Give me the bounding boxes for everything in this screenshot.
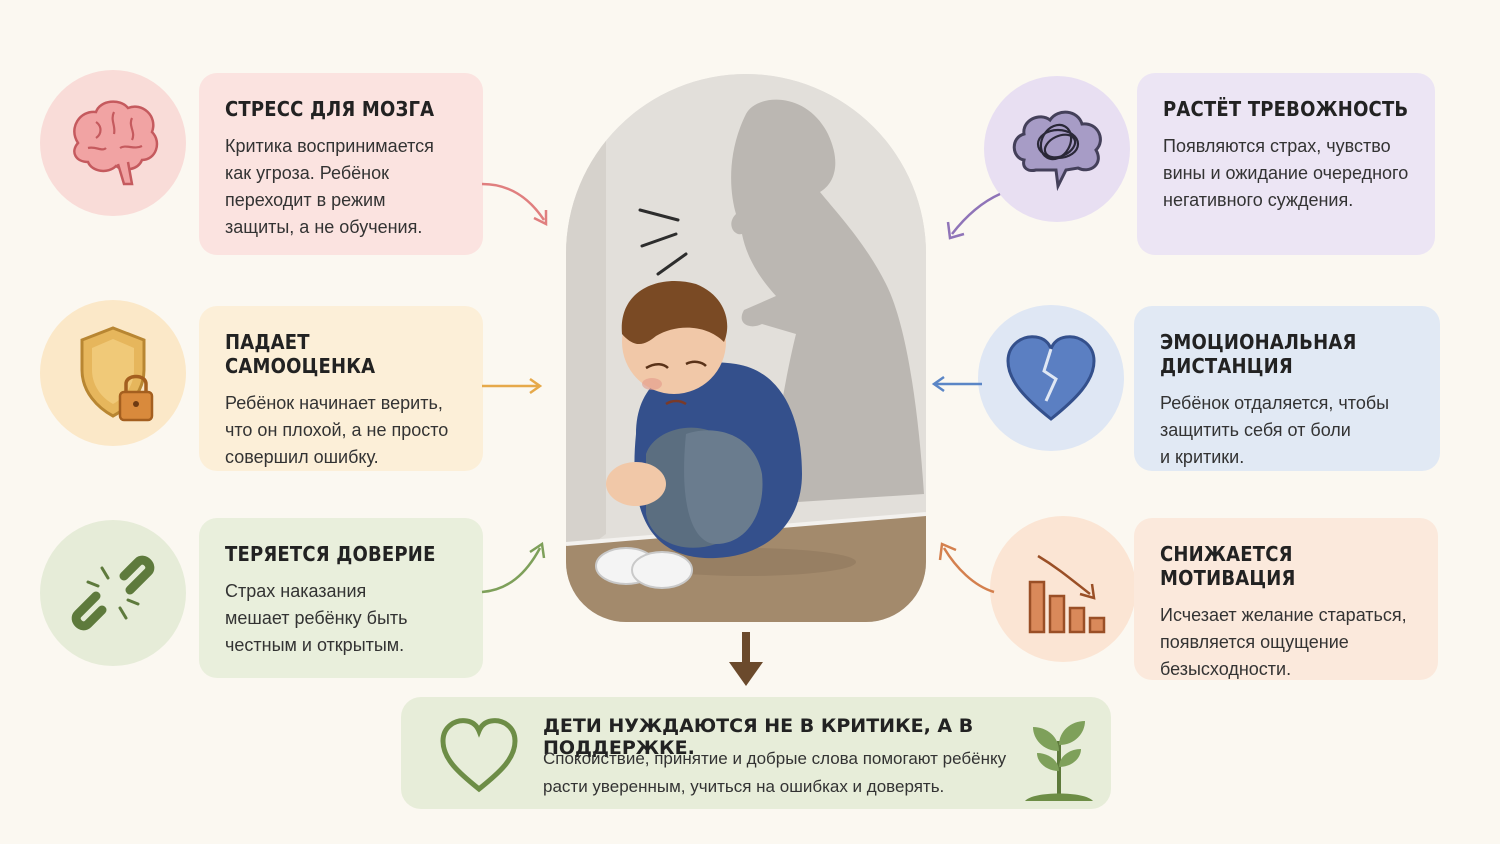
card-distance: ЭМОЦИОНАЛЬНАЯ ДИСТАНЦИЯ Ребёнок отдаляет…: [1134, 306, 1440, 471]
heart-icon-circle: [978, 305, 1124, 451]
central-illustration: [566, 74, 926, 622]
declining-bars-icon: [1028, 554, 1106, 634]
card-title: ПАДАЕТ САМООЦЕНКА: [225, 330, 376, 378]
broken-heart-icon: [1006, 335, 1096, 421]
sprout-icon: [1025, 721, 1093, 801]
brain-icon: [73, 100, 159, 186]
arrow-down: [729, 632, 763, 686]
card-title: ТЕРЯЕТСЯ ДОВЕРИЕ: [225, 542, 436, 566]
card-text: Страх наказания мешает ребёнку быть чест…: [225, 581, 408, 655]
heart-icon: [440, 718, 518, 793]
card-trust: ТЕРЯЕТСЯ ДОВЕРИЕ Страх наказания мешает …: [199, 518, 483, 678]
card-text: Критика воспринимается как угроза. Ребён…: [225, 136, 434, 237]
support-title: ДЕТИ НУЖДАЮТСЯ НЕ В КРИТИКЕ, А В ПОДДЕРЖ…: [543, 715, 974, 759]
card-anxiety: РАСТЁТ ТРЕВОЖНОСТЬ Появляются страх, чув…: [1137, 73, 1435, 255]
tangled-thought-cloud-icon: [1012, 110, 1102, 192]
support-message-card: ДЕТИ НУЖДАЮТСЯ НЕ В КРИТИКЕ, А В ПОДДЕРЖ…: [401, 697, 1111, 809]
support-text: Спокойствие, принятие и добрые слова пом…: [543, 749, 1007, 796]
card-title: СНИЖАЕТСЯ МОТИВАЦИЯ: [1160, 542, 1296, 590]
arrow-motivation: [938, 542, 995, 594]
card-title: РАСТЁТ ТРЕВОЖНОСТЬ: [1163, 97, 1409, 121]
shield-icon-circle: [40, 300, 186, 446]
card-selfesteem: ПАДАЕТ САМООЦЕНКА Ребёнок начинает верит…: [199, 306, 483, 471]
card-brain-stress: СТРЕСС ДЛЯ МОЗГА Критика воспринимается …: [199, 73, 483, 255]
card-title: СТРЕСС ДЛЯ МОЗГА: [225, 97, 435, 121]
arrow-distance: [931, 375, 982, 393]
card-text: Ребёнок отдаляется, чтобы защитить себя …: [1160, 393, 1390, 467]
motivation-icon-circle: [990, 516, 1136, 662]
arrow-brain: [481, 182, 548, 227]
card-motivation: СНИЖАЕТСЯ МОТИВАЦИЯ Исчезает желание ста…: [1134, 518, 1438, 680]
arrow-anxiety: [946, 192, 1001, 240]
card-text: Появляются страх, чувство вины и ожидани…: [1163, 136, 1409, 210]
arrow-selfesteem: [482, 377, 543, 395]
card-text: Ребёнок начинает верить, что он плохой, …: [225, 393, 449, 467]
card-title: ЭМОЦИОНАЛЬНАЯ ДИСТАНЦИЯ: [1160, 330, 1357, 378]
shield-lock-icon: [80, 326, 154, 422]
anxiety-icon-circle: [984, 76, 1130, 222]
chain-icon-circle: [40, 520, 186, 666]
arrow-trust: [481, 541, 546, 594]
card-text: Исчезает желание стараться, появляется о…: [1160, 605, 1407, 679]
broken-chain-icon: [71, 555, 155, 631]
brain-icon-circle: [40, 70, 186, 216]
